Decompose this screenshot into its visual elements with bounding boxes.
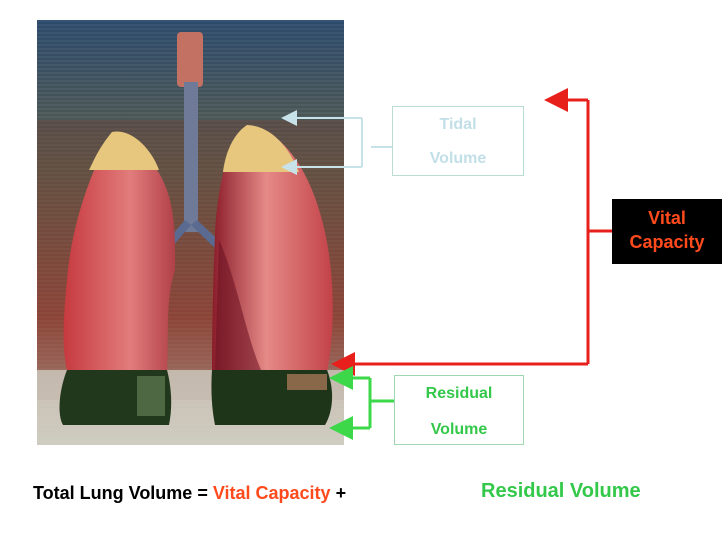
tidal-label-line1: Tidal [439, 116, 477, 133]
formula-vital-capacity: Vital Capacity [212, 483, 331, 503]
formula-prefix: Total Lung Volume = [33, 483, 213, 503]
total-lung-volume-formula: Total Lung Volume = Vital Capacity + [33, 483, 346, 504]
tidal-volume-label: Tidal Volume [392, 106, 524, 176]
lung-illustration [37, 20, 344, 445]
formula-plus: + [330, 483, 347, 503]
vital-capacity-bracket [331, 88, 612, 376]
residual-bracket [329, 366, 394, 440]
residual-label-line2: Volume [430, 421, 488, 438]
vital-label-line1: Vital [648, 208, 686, 228]
residual-volume-label: Residual Volume [394, 375, 524, 445]
vital-capacity-label: Vital Capacity [612, 199, 722, 264]
tidal-bracket [281, 110, 392, 175]
tidal-label-line2: Volume [429, 150, 487, 167]
vital-label-line2: Capacity [629, 232, 705, 252]
formula-residual-volume: Residual Volume [481, 480, 641, 502]
residual-label-line1: Residual [425, 385, 493, 402]
